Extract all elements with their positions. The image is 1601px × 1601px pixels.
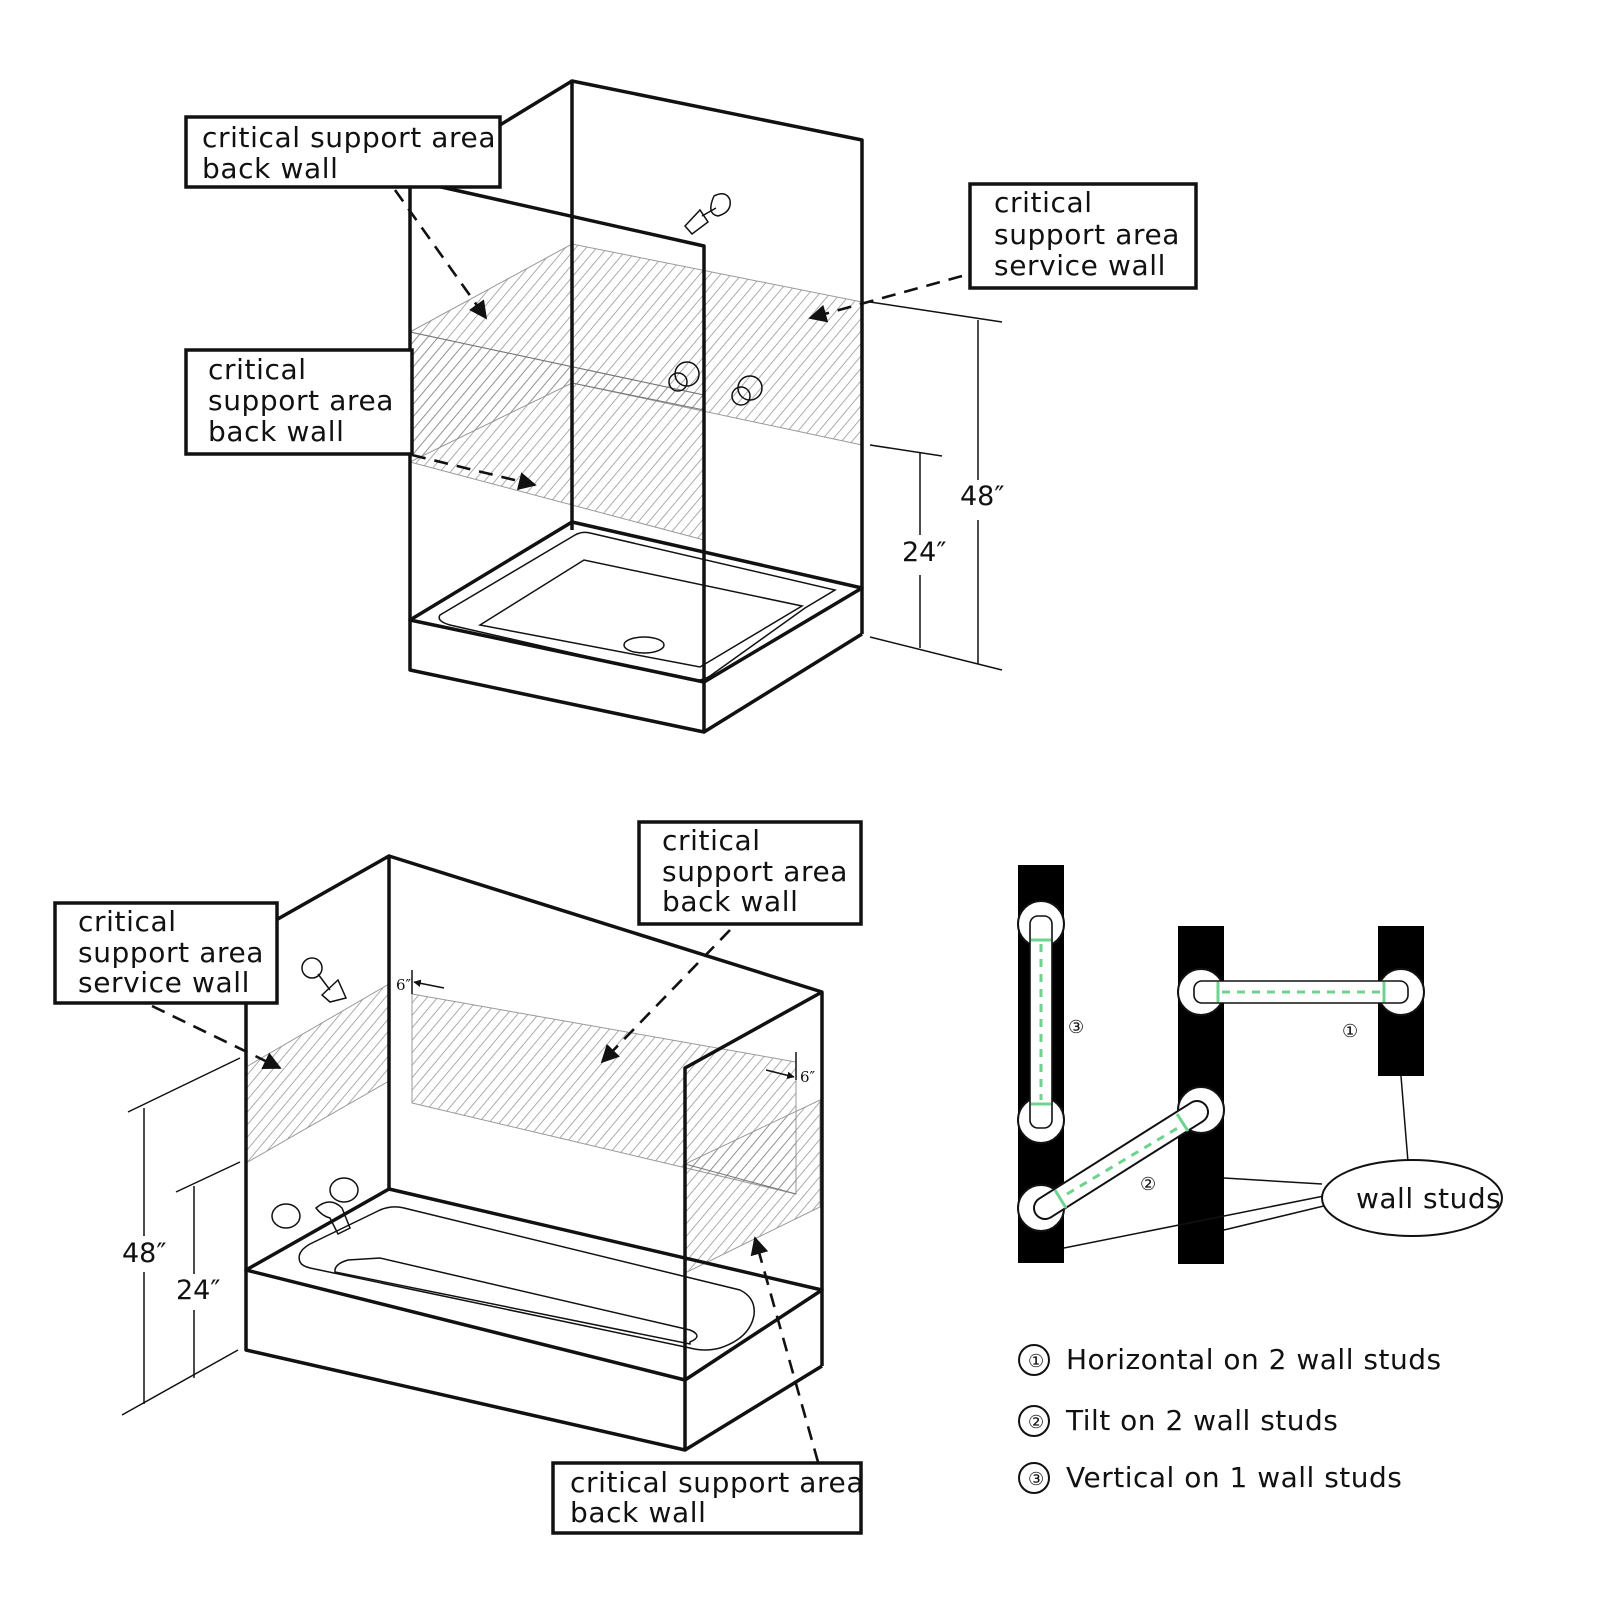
tilted-grab-bar: ② bbox=[1017, 1086, 1225, 1232]
shower-dimension-24: 24″ bbox=[869, 444, 946, 648]
wall-studs-label: wall studs bbox=[1356, 1182, 1501, 1215]
label-line: support area bbox=[662, 855, 848, 888]
shower-service-wall-label: critical support area service wall bbox=[968, 182, 1198, 290]
legend-text: Vertical on 1 wall studs bbox=[1066, 1461, 1402, 1494]
label-line: critical bbox=[208, 353, 307, 386]
label-line: support area bbox=[208, 384, 394, 417]
legend-text: Horizontal on 2 wall studs bbox=[1066, 1343, 1442, 1376]
tub-service-wall-label: critical support area service wall bbox=[53, 901, 279, 1005]
tub-dimension-48: 48″ bbox=[121, 1057, 241, 1416]
tub-dim-6-right-label: 6″ bbox=[800, 1068, 816, 1086]
shower-valve-knob-icon bbox=[731, 375, 763, 406]
shower-back-wall-label-left: critical support area back wall bbox=[184, 348, 414, 456]
label-line: back wall bbox=[662, 885, 798, 918]
shower-valve-knob-icon bbox=[668, 361, 700, 392]
horizontal-grab-bar: ① bbox=[1177, 968, 1425, 1042]
tub-shower-head-icon bbox=[301, 957, 348, 1003]
label-line: critical support area bbox=[202, 121, 496, 154]
tub-dim-6-left-label: 6″ bbox=[396, 976, 412, 994]
marker-2: ② bbox=[1140, 1174, 1156, 1195]
label-line: support area bbox=[994, 218, 1180, 251]
tub-spout-icon bbox=[314, 1201, 351, 1236]
label-line: back wall bbox=[208, 415, 344, 448]
label-line: support area bbox=[78, 936, 264, 969]
legend-item: ③ Vertical on 1 wall studs bbox=[1018, 1461, 1402, 1494]
label-line: back wall bbox=[202, 152, 338, 185]
tub-dimension-24: 24″ bbox=[175, 1161, 241, 1378]
label-line: critical bbox=[994, 186, 1093, 219]
marker-3: ③ bbox=[1068, 1017, 1084, 1038]
legend-marker: ① bbox=[1028, 1351, 1044, 1372]
wall-studs-callout: wall studs bbox=[1063, 1075, 1503, 1249]
tub-service-wall-critical-area bbox=[245, 983, 390, 1164]
bathtub-alcove: 6″ 6″ 48″ 24″ critical support a bbox=[53, 820, 864, 1535]
tub-faucet-knob-icon bbox=[271, 1203, 301, 1229]
tub-dimension-6-left: 6″ bbox=[396, 970, 445, 994]
legend-marker: ② bbox=[1028, 1412, 1044, 1433]
tub-back-wall-label-bottom: critical support area back wall bbox=[551, 1461, 864, 1535]
tub-dim-24-label: 24″ bbox=[176, 1275, 220, 1306]
tub-dim-48-label: 48″ bbox=[122, 1238, 166, 1269]
label-line: critical bbox=[662, 824, 761, 857]
shower-dim-48-label: 48″ bbox=[960, 481, 1004, 512]
shower-stall: 48″ 24″ critical support area back wall … bbox=[184, 79, 1198, 734]
legend-text: Tilt on 2 wall studs bbox=[1065, 1404, 1338, 1437]
legend-marker: ③ bbox=[1028, 1469, 1044, 1490]
shower-back-wall-label-top: critical support area back wall bbox=[184, 115, 502, 189]
shower-head-icon bbox=[683, 193, 731, 236]
legend-item: ① Horizontal on 2 wall studs bbox=[1018, 1343, 1442, 1376]
tub-faucet-knob-icon bbox=[329, 1177, 359, 1203]
shower-dimension-48: 48″ bbox=[869, 301, 1004, 671]
wall-studs-illustration: ③ ① ② wa bbox=[1017, 865, 1503, 1264]
label-line: service wall bbox=[78, 966, 250, 999]
label-line: critical bbox=[78, 905, 177, 938]
label-line: back wall bbox=[570, 1496, 706, 1529]
label-line: service wall bbox=[994, 249, 1166, 282]
tub-dimension-6-right: 6″ bbox=[765, 1052, 816, 1086]
marker-1: ① bbox=[1342, 1021, 1358, 1042]
legend: ① Horizontal on 2 wall studs ② Tilt on 2… bbox=[1018, 1343, 1442, 1494]
shower-dim-24-label: 24″ bbox=[902, 537, 946, 568]
legend-item: ② Tilt on 2 wall studs bbox=[1018, 1404, 1338, 1437]
vertical-grab-bar: ③ bbox=[1017, 900, 1084, 1144]
label-line: critical support area bbox=[570, 1466, 864, 1499]
tub-back-wall-label-top: critical support area back wall bbox=[637, 820, 863, 926]
